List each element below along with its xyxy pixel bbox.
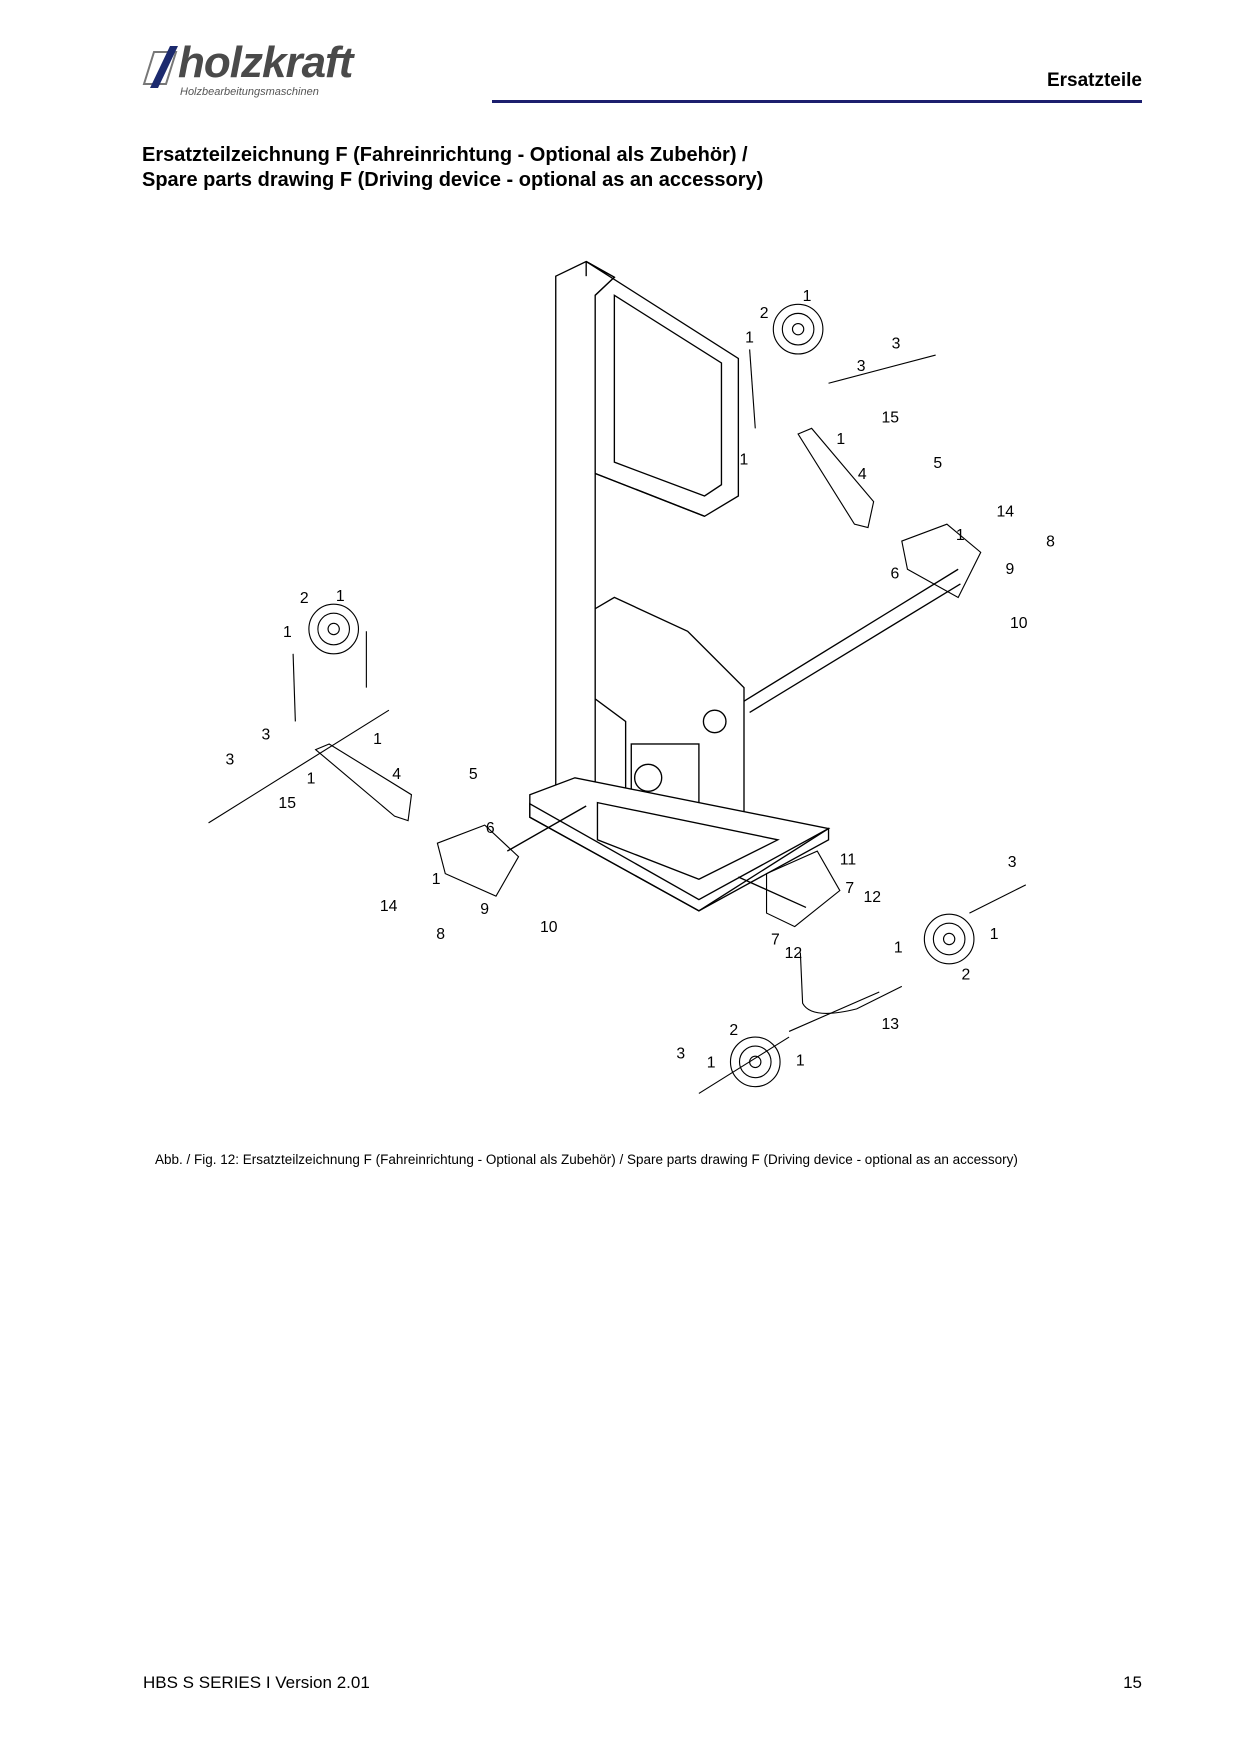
callout-number: 9 (1006, 561, 1015, 578)
callout-number: 1 (956, 527, 965, 544)
callout-number: 7 (771, 932, 780, 949)
callout-number: 1 (336, 588, 345, 605)
callout-number: 5 (469, 766, 478, 783)
callout-number: 15 (882, 410, 900, 427)
figure-caption: Abb. / Fig. 12: Ersatzteilzeichnung F (F… (155, 1152, 1018, 1167)
callout-number: 3 (225, 751, 234, 768)
callout-number: 1 (432, 871, 441, 888)
callout-number: 1 (836, 431, 845, 448)
callout-number: 6 (486, 820, 495, 837)
callout-number: 1 (894, 940, 903, 957)
logo-mark-icon (142, 46, 178, 88)
callout-number: 9 (480, 901, 489, 918)
callout-number: 1 (739, 451, 748, 468)
callout-number: 1 (990, 926, 999, 943)
callout-number: 6 (891, 565, 900, 582)
callout-number: 2 (760, 305, 769, 322)
holzkraft-logo: holzkraft Holzbearbeitungsmaschinen (140, 38, 430, 104)
callout-number: 4 (858, 466, 867, 483)
callout-number: 11 (840, 852, 856, 869)
logo-subtitle: Holzbearbeitungsmaschinen (180, 86, 319, 98)
page-title: Ersatzteilzeichnung F (Fahreinrichtung -… (142, 143, 763, 193)
callout-number: 10 (1010, 615, 1028, 632)
callout-number: 12 (863, 889, 881, 906)
callout-number: 3 (857, 358, 866, 375)
callout-number: 8 (1046, 534, 1055, 551)
section-title: Ersatzteile (1046, 70, 1142, 91)
callout-number: 2 (729, 1022, 738, 1039)
callout-number: 14 (380, 898, 398, 915)
callout-number: 4 (392, 766, 401, 783)
callout-number: 2 (300, 590, 309, 607)
callout-number: 1 (307, 770, 316, 787)
callout-number: 13 (882, 1016, 900, 1033)
title-line-de: Ersatzteilzeichnung F (Fahreinrichtung -… (142, 144, 748, 166)
callout-number: 10 (540, 919, 558, 936)
callout-number: 3 (676, 1045, 685, 1062)
logo-text: holzkraft (178, 38, 353, 87)
machine-frame (506, 260, 961, 912)
callout-number: 1 (796, 1052, 805, 1069)
callout-number: 15 (278, 795, 296, 812)
page-number: 15 (1123, 1673, 1142, 1692)
callout-number: 12 (785, 945, 803, 962)
callout-number: 1 (283, 624, 292, 641)
callout-number: 1 (707, 1055, 716, 1072)
callout-number: 14 (997, 503, 1015, 520)
callout-number: 2 (962, 967, 971, 984)
wheel-assemblies (208, 303, 1027, 1094)
callout-number: 3 (892, 335, 901, 352)
callout-number: 7 (845, 880, 854, 897)
header-rule (492, 100, 1142, 103)
callout-number: 1 (803, 288, 812, 305)
callout-number: 3 (1008, 854, 1017, 871)
callout-number: 1 (373, 731, 382, 748)
footer-document: HBS S SERIES I Version 2.01 (143, 1673, 370, 1692)
callout-number: 5 (933, 455, 942, 472)
callout-number: 1 (745, 330, 754, 347)
callout-number: 8 (436, 926, 445, 943)
title-line-en: Spare parts drawing F (Driving device - … (142, 169, 764, 191)
callout-number: 3 (262, 726, 271, 743)
